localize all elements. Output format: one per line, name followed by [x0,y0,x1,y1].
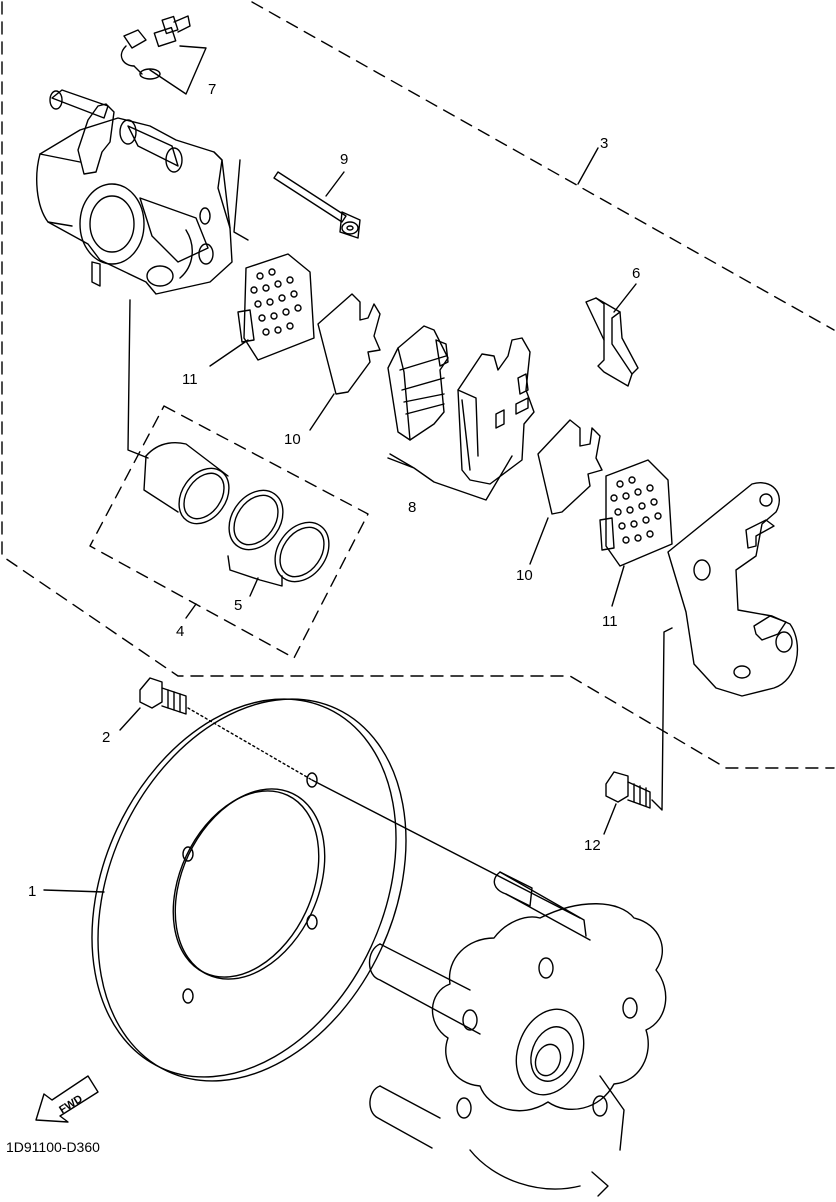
bracket-bolt-part-12 [605,771,651,809]
disc-bolt-part-2 [139,677,187,715]
leader-6 [613,283,637,313]
alignment-line-bracket [651,627,673,811]
leader-2 [119,707,141,731]
leader-10-lower [529,517,549,565]
shim-part-11-upper [237,253,315,361]
brake-disc-part-1 [91,698,407,1082]
alignment-line-pin [233,159,249,241]
leader-3 [577,147,599,185]
seal-part-5-b [274,521,330,583]
alignment-line-bolt [187,707,313,781]
callout-8: 8 [408,499,416,516]
leader-1 [43,889,105,893]
spring-plate-part-10-lower [537,419,603,515]
diagram-code: 1D91100-D360 [6,1139,100,1155]
leader-7 [149,45,207,95]
callout-11-upper: 11 [182,371,198,388]
fwd-label: FWD [57,1093,85,1116]
callout-11-lower: 11 [602,613,618,630]
callout-1: 1 [28,883,36,900]
callout-5: 5 [234,597,242,614]
seal-part-5-a [228,489,284,551]
leader-9 [325,171,345,197]
callout-10-upper: 10 [284,431,301,448]
leader-5 [227,555,283,587]
leader-10-upper [309,393,335,431]
alignment-line-disc-hub [311,779,581,919]
leader-8 [387,453,513,501]
pad-clip-part-6 [585,297,639,387]
caliper-body [36,89,233,295]
shim-part-11-lower [599,459,673,567]
leader-5-stem [249,577,259,597]
piston [143,441,230,525]
callout-9: 9 [340,151,348,168]
fwd-arrow-icon [35,1075,99,1123]
callout-10-lower: 10 [516,567,533,584]
leader-12 [603,803,617,835]
callout-3: 3 [600,135,608,152]
callout-6: 6 [632,265,640,282]
caliper-bracket [667,482,799,697]
leader-11-lower [611,565,625,607]
callout-4: 4 [176,623,184,640]
callout-7: 7 [208,81,216,98]
leader-11-upper [209,339,249,367]
bleed-screw-part-7 [120,15,191,80]
callout-2: 2 [102,729,110,746]
brake-pad-part-8-left [387,325,449,441]
spring-plate-part-10-upper [317,293,381,395]
leader-4 [185,603,197,619]
wheel-hub [368,871,667,1197]
caliper-assembly-outline [1,1,835,769]
brake-pad-part-8-right [457,337,535,485]
pad-pin-part-9 [273,171,361,239]
callout-12: 12 [584,837,601,854]
alignment-line-piston [127,299,149,459]
